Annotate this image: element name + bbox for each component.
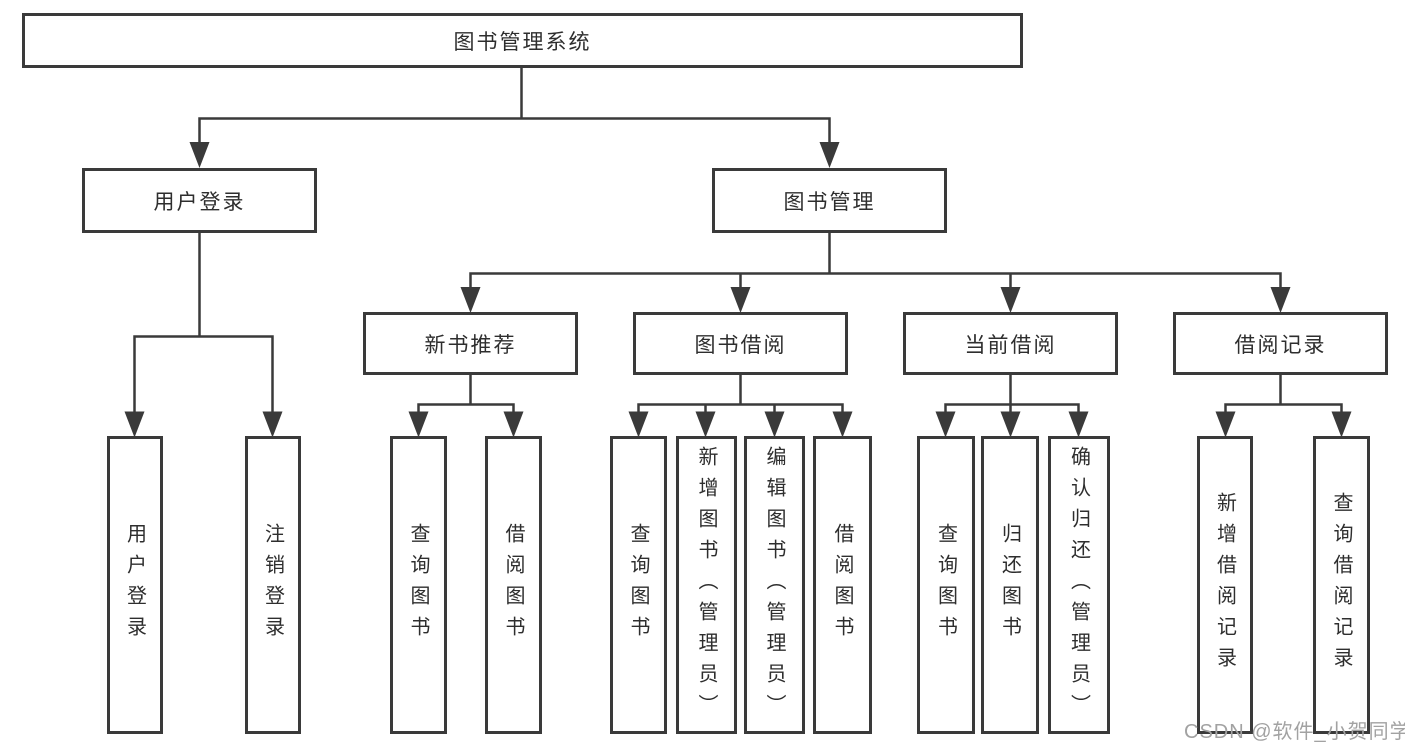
leaf-confirm-return-admin: 确认归还（管理员） xyxy=(1048,436,1110,734)
node-label: 归还图书 xyxy=(998,523,1021,647)
leaf-add-books-admin: 新增图书（管理员） xyxy=(676,436,737,734)
node-label: 新增借阅记录 xyxy=(1213,492,1236,678)
arrowhead-down-icons xyxy=(124,142,1352,438)
leaf-borrow-books-recommend: 借阅图书 xyxy=(485,436,542,734)
connector-new-book-to-leaves xyxy=(417,374,515,415)
node-borrowing-records: 借阅记录 xyxy=(1173,312,1388,375)
connector-user-login-to-leaves xyxy=(133,233,274,415)
node-label: 借阅记录 xyxy=(1234,333,1327,357)
node-current-borrowing: 当前借阅 xyxy=(903,312,1118,375)
node-label: 注销登录 xyxy=(261,523,284,647)
node-label: 图书借阅 xyxy=(694,333,787,357)
leaf-return-books: 归还图书 xyxy=(981,436,1039,734)
leaf-query-books-recommend: 查询图书 xyxy=(390,436,447,734)
csdn-watermark: CSDN @软件_小贺同学 xyxy=(1184,721,1405,743)
leaf-edit-books-admin: 编辑图书（管理员） xyxy=(744,436,805,734)
connector-book-mgmt-to-level3 xyxy=(469,233,1282,291)
node-label: 图书管理 xyxy=(783,190,876,214)
node-new-book-recommend: 新书推荐 xyxy=(363,312,578,375)
node-label: 查询图书 xyxy=(627,523,649,647)
node-label: 借阅图书 xyxy=(502,523,524,647)
node-label: 借阅图书 xyxy=(831,523,853,647)
leaf-logout: 注销登录 xyxy=(245,436,301,734)
node-label: 编辑图书（管理员） xyxy=(763,445,785,725)
node-label: 图书管理系统 xyxy=(453,30,592,54)
leaf-query-books-current: 查询图书 xyxy=(917,436,975,734)
node-label: 当前借阅 xyxy=(964,333,1057,357)
node-label: 查询图书 xyxy=(407,523,429,647)
node-label: 查询借阅记录 xyxy=(1330,492,1352,678)
node-label: 新书推荐 xyxy=(424,333,517,357)
connector-borrow-records-to-leaves xyxy=(1224,374,1343,415)
node-root-library-system: 图书管理系统 xyxy=(22,13,1023,68)
connector-root-to-level2 xyxy=(198,68,831,146)
leaf-add-borrow-record: 新增借阅记录 xyxy=(1197,436,1253,734)
leaf-query-borrow-record: 查询借阅记录 xyxy=(1313,436,1370,734)
node-book-borrowing: 图书借阅 xyxy=(633,312,848,375)
node-book-management: 图书管理 xyxy=(712,168,947,233)
connector-current-borrow-to-leaves xyxy=(944,374,1080,415)
node-label: 用户登录 xyxy=(123,523,146,647)
node-label: 查询图书 xyxy=(934,523,957,647)
node-label: 新增图书（管理员） xyxy=(695,445,717,725)
leaf-user-login: 用户登录 xyxy=(107,436,163,734)
leaf-query-books-borrow: 查询图书 xyxy=(610,436,667,734)
node-user-login: 用户登录 xyxy=(82,168,317,233)
leaf-borrow-books: 借阅图书 xyxy=(813,436,872,734)
node-label: 确认归还（管理员） xyxy=(1067,445,1090,725)
connector-book-borrow-to-leaves xyxy=(637,374,844,415)
node-label: 用户登录 xyxy=(153,190,246,214)
